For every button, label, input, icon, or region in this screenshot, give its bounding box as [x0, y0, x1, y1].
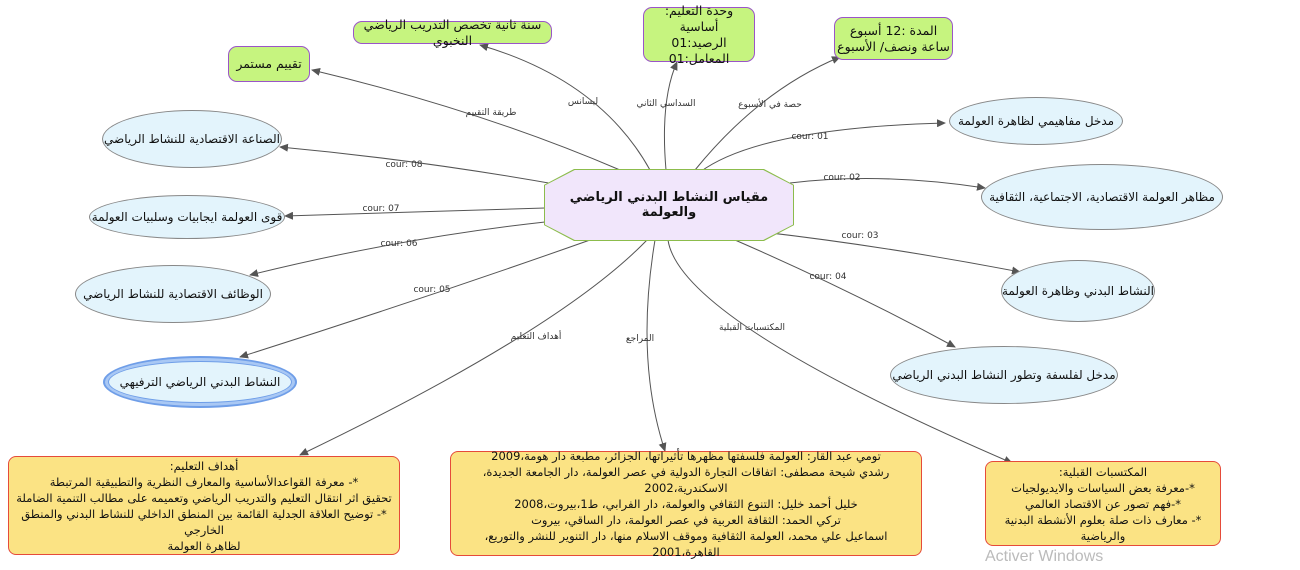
- edge-level: [479, 43, 651, 171]
- reference-line: خليل أحمد خليل: التنوع الثقافي والعولمة،…: [514, 496, 858, 511]
- reference-line: اسماعيل علي محمد، العولمة الثقافية وموقف…: [484, 528, 888, 559]
- course-title: الصناعة الاقتصادية للنشاط الرياضي: [104, 132, 280, 146]
- edge-label: السداسي الثاني: [636, 99, 695, 109]
- course-node-08[interactable]: الصناعة الاقتصادية للنشاط الرياضي: [102, 110, 282, 168]
- center-title: مقياس النشاط البدني الرياضي والعولمة: [569, 190, 769, 220]
- edge-label: cour: 06: [380, 239, 417, 249]
- level-node[interactable]: سنة ثانية تخصص التدريب الرياضي النخبوي: [353, 17, 552, 48]
- prerequisite-line: *- معارف ذات صلة بعلوم الأنشطة البدنية و…: [1004, 512, 1202, 543]
- edge-cour-06: [249, 221, 546, 277]
- edge-cour-05: [239, 239, 591, 359]
- edge-label: cour: 01: [791, 132, 828, 142]
- course-node-07[interactable]: قوى العولمة ايجابيات وسلبيات العولمة: [89, 195, 285, 239]
- edge-label: cour: 05: [413, 285, 450, 295]
- edge-evaluation: [311, 67, 621, 171]
- edge-label: cour: 07: [362, 204, 399, 214]
- duration-node[interactable]: المدة :12 أسبوع ساعة ونصف/ الأسبوع: [834, 17, 953, 60]
- edge-cour-07: [284, 207, 546, 220]
- reference-line: رشدي شيحة مصطفى: اتفاقات التجارة الدولية…: [482, 464, 890, 495]
- evaluation-node[interactable]: تقييم مستمر: [228, 46, 310, 82]
- edge-prerequisites: [667, 239, 1013, 464]
- objectives-line: لظاهرة العولمة: [167, 538, 241, 553]
- prerequisite-line: المكتسبات القبلية:: [1058, 464, 1148, 479]
- prerequisites-node[interactable]: المكتسبات القبلية: *-معرفة بعض السياسات …: [985, 461, 1221, 546]
- duration-line: ساعة ونصف/ الأسبوع: [837, 38, 950, 54]
- reference-line: تومي عبد القار: العولمة فلسفتها مظهرها ت…: [491, 448, 881, 463]
- edge-references: [646, 239, 667, 452]
- edge-label: cour: 08: [385, 160, 422, 170]
- level-text: سنة ثانية تخصص التدريب الرياضي النخبوي: [363, 16, 542, 48]
- course-title: النشاط البدني الرياضي الترفيهي: [119, 375, 281, 389]
- course-node-04[interactable]: مدخل لفلسفة وتطور النشاط البدني الرياضي: [890, 346, 1118, 404]
- course-title: مدخل لفلسفة وتطور النشاط البدني الرياضي: [892, 368, 1116, 382]
- course-node-03[interactable]: النشاط البدني وظاهرة العولمة: [1001, 260, 1155, 322]
- objectives-node[interactable]: أهداف التعليم: *- معرفة القواعدالأساسية …: [8, 456, 400, 555]
- objectives-line: أهداف التعليم:: [169, 458, 239, 473]
- edge-label: طريقة التقييم: [466, 108, 517, 118]
- edge-objectives: [299, 239, 648, 456]
- edge-cour-03: [744, 229, 1021, 275]
- edge-label: المراجع: [626, 334, 654, 344]
- evaluation-text: تقييم مستمر: [236, 56, 302, 71]
- course-title: مدخل مفاهيمي لظاهرة العولمة: [957, 114, 1115, 128]
- edge-label: cour: 04: [809, 272, 846, 282]
- course-title: قوى العولمة ايجابيات وسلبيات العولمة: [91, 210, 283, 224]
- edge-cour-01: [699, 119, 946, 173]
- references-node[interactable]: تومي عبد القار: العولمة فلسفتها مظهرها ت…: [450, 448, 922, 559]
- course-title: النشاط البدني وظاهرة العولمة: [1001, 284, 1154, 298]
- edge-cour-04: [734, 239, 956, 348]
- edge-semester: [663, 61, 678, 171]
- activation-watermark: Activer Windows: [985, 548, 1104, 565]
- unit-node[interactable]: وحدة التعليم: أساسية الرصيد:01 المعامل:0…: [643, 3, 755, 66]
- unit-line: الرصيد:01: [671, 34, 727, 50]
- prerequisite-line: *-معرفة بعض السياسات والايديولجيات: [1011, 480, 1195, 495]
- unit-line: وحدة التعليم: أساسية: [664, 2, 734, 34]
- edge-label: حصة في الأسبوع: [738, 98, 802, 110]
- duration-line: المدة :12 أسبوع: [849, 22, 938, 38]
- course-node-01[interactable]: مدخل مفاهيمي لظاهرة العولمة: [949, 97, 1123, 145]
- course-node-02[interactable]: مظاهر العولمة الاقتصادية، الاجتماعية، ال…: [981, 164, 1223, 230]
- course-title: مظاهر العولمة الاقتصادية، الاجتماعية، ال…: [989, 190, 1215, 204]
- edge-label: أهداف التعليم: [511, 330, 562, 342]
- edge-label: cour: 02: [823, 173, 860, 183]
- edge-cour-08: [279, 143, 561, 186]
- edge-cour-02: [789, 178, 986, 191]
- center-node[interactable]: مقياس النشاط البدني الرياضي والعولمة: [545, 170, 793, 240]
- course-node-06[interactable]: الوظائف الاقتصادية للنشاط الرياضي: [75, 265, 271, 323]
- edge-weekly: [694, 56, 841, 171]
- prerequisite-line: *-فهم تصور عن الاقتصاد العالمي: [1024, 496, 1182, 511]
- edge-label: cour: 03: [841, 231, 878, 241]
- objectives-line: *- معرفة القواعدالأساسية والمعارف النظري…: [49, 474, 359, 489]
- edge-label: المكتسبات القبلية: [719, 323, 785, 333]
- reference-line: تركي الحمد: الثقافة العربية في عصر العول…: [531, 512, 841, 527]
- objectives-line: تحقيق اثر انتقال التعليم والتدريب الرياض…: [16, 490, 392, 505]
- course-node-05[interactable]: النشاط البدني الرياضي الترفيهي: [108, 361, 292, 403]
- edge-label: ليسانس: [568, 97, 598, 107]
- course-title: الوظائف الاقتصادية للنشاط الرياضي: [83, 287, 263, 301]
- objectives-line: *- توضيح العلاقة الجدلية القائمة بين الم…: [21, 506, 387, 537]
- unit-line: المعامل:01: [668, 50, 730, 66]
